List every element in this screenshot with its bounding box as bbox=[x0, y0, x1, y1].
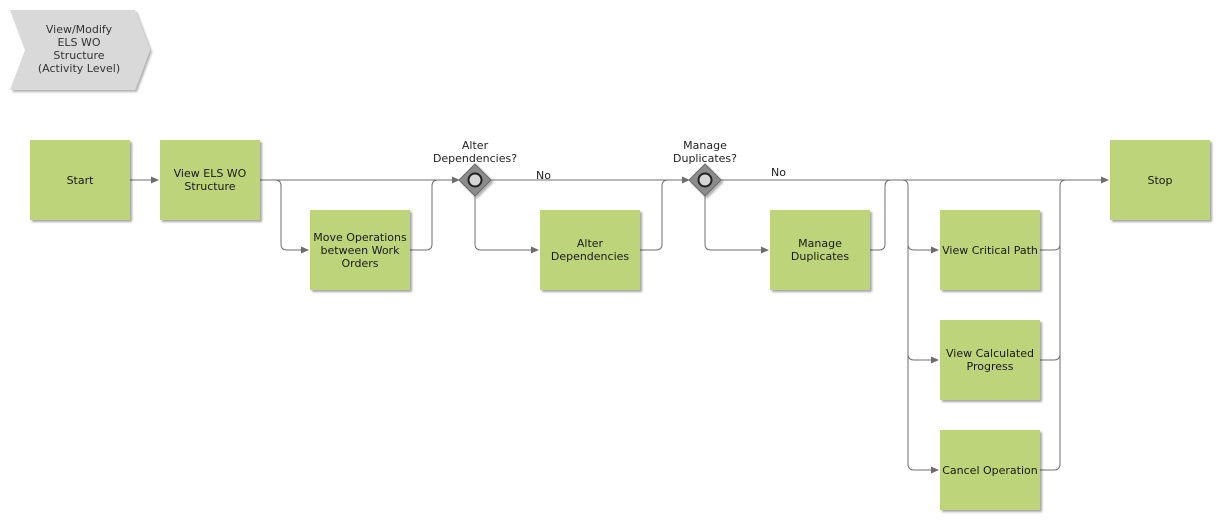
edge-label-no-2: No bbox=[771, 166, 786, 179]
connectors bbox=[130, 176, 1109, 474]
flow-gateway1-to-alter bbox=[474, 196, 539, 254]
flow-progress-return bbox=[1040, 353, 1061, 361]
task-view-els-wo-structure[interactable]: View ELS WO Structure bbox=[160, 140, 260, 220]
gateway-label-alter-dependencies: Alter Dependencies? bbox=[432, 139, 518, 165]
task-manage-duplicates[interactable]: Manage Duplicates bbox=[770, 210, 870, 290]
gateway-alter-dependencies[interactable] bbox=[458, 163, 492, 197]
flow-critical-return bbox=[1040, 243, 1061, 251]
process-title: View/Modify ELS WO Structure (Activity L… bbox=[37, 23, 121, 75]
flow-alter-to-main bbox=[640, 179, 669, 251]
flow-manage-to-main bbox=[870, 179, 892, 251]
task-stop[interactable]: Stop bbox=[1110, 140, 1210, 220]
gateway-manage-duplicates[interactable] bbox=[688, 163, 722, 197]
flow-branch-critical bbox=[907, 243, 939, 254]
edge-label-no-1: No bbox=[536, 169, 551, 182]
task-cancel-operation[interactable]: Cancel Operation bbox=[940, 430, 1040, 510]
task-alter-dependencies[interactable]: Alter Dependencies bbox=[540, 210, 640, 290]
task-move-operations[interactable]: Move Operations between Work Orders bbox=[310, 210, 410, 290]
task-view-critical-path[interactable]: View Critical Path bbox=[940, 210, 1040, 290]
process-chevron bbox=[10, 10, 150, 90]
flow-move-to-main bbox=[410, 179, 439, 251]
task-start[interactable]: Start bbox=[30, 140, 130, 220]
flow-branch-progress bbox=[907, 353, 939, 364]
flow-view-to-move bbox=[274, 179, 309, 254]
gateway-label-manage-duplicates: Manage Duplicates? bbox=[673, 139, 737, 165]
task-view-calculated-progress[interactable]: View Calculated Progress bbox=[940, 320, 1040, 400]
flow-gateway2-to-manage bbox=[704, 196, 769, 254]
flow-branch-trunk bbox=[901, 179, 939, 474]
flow-cancel-return bbox=[1040, 179, 1067, 471]
